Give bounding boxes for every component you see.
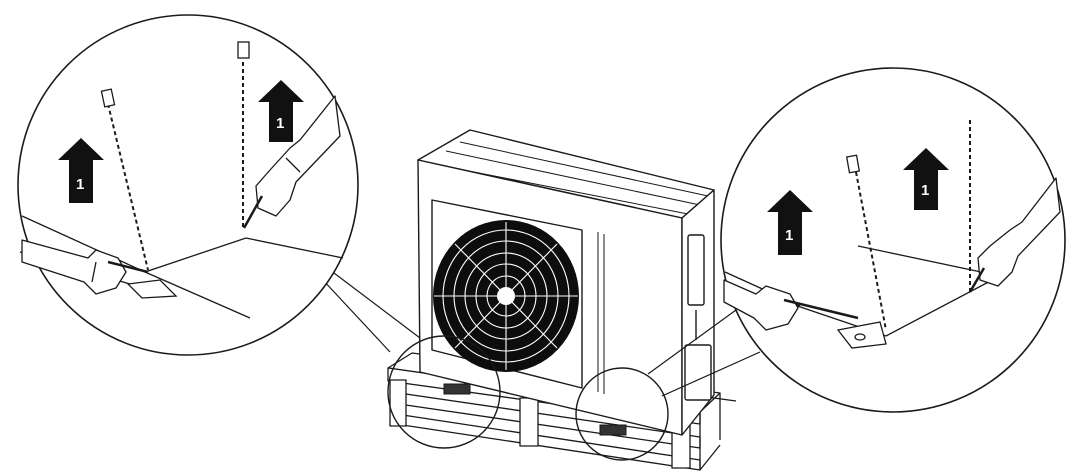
- upward-arrow-icon: 1: [767, 190, 813, 255]
- step-number-label: 1: [276, 115, 284, 132]
- right-detail-view: 1 1: [720, 67, 1066, 413]
- left-detail-view: 1 1: [17, 14, 359, 356]
- zoom-connector-lines: [307, 263, 761, 397]
- mounting-bracket-icon: [443, 383, 627, 436]
- gloved-hand-icon: [968, 177, 1061, 293]
- step-number-label: 1: [76, 176, 84, 193]
- right-detail-circle: [720, 67, 1066, 413]
- upward-arrow-icon: 1: [58, 138, 104, 203]
- upward-arrow-icon: 1: [903, 148, 949, 210]
- axial-fan-icon: [433, 220, 579, 372]
- strap-tag-icon: [845, 154, 861, 174]
- upward-arrow-icon: 1: [258, 80, 304, 142]
- zoom-circle-icon: [387, 335, 669, 461]
- step-number-label: 1: [785, 227, 793, 244]
- gloved-hand-icon: [723, 279, 859, 331]
- step-number-label: 1: [921, 182, 929, 199]
- gloved-hand-icon: [242, 95, 341, 229]
- strap-tag-icon: [100, 41, 250, 108]
- gloved-hand-icon: [21, 239, 149, 295]
